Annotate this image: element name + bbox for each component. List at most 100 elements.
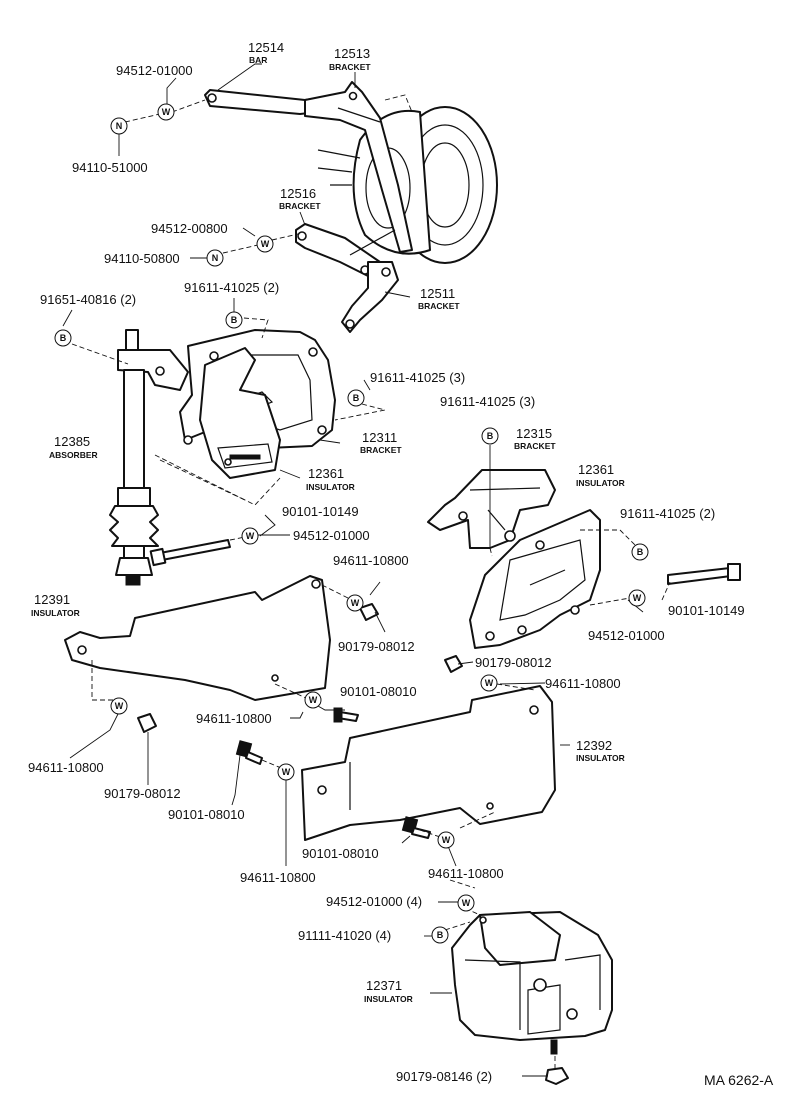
callout-90179-08146-2: 90179-08146 (2) [396,1069,492,1084]
svg-text:B: B [487,431,494,441]
bolt-icon: B [631,543,649,561]
insulator-12391 [64,575,331,701]
part-number-12514: 12514 [248,40,284,55]
bracket-12511 [341,261,399,333]
washer-icon: W [256,235,274,253]
callout-94110-51000: 94110-51000 [72,160,148,175]
washer-icon: W [110,697,128,715]
part-number-12516: 12516 [280,186,316,201]
svg-text:W: W [115,701,124,711]
bolt-90101-10149 [159,539,231,561]
bolt-icon: B [54,329,72,347]
part-number-12392: 12392 [576,738,612,753]
callout-91651-40816: 91651-40816 (2) [40,292,136,307]
nut-90179-08012-b [444,655,463,673]
nut-90179-08146 [545,1067,569,1085]
fastener-markers: W N W N B B B B W B W W W W W W W W B [54,103,649,944]
drawing-reference: MA 6262-A [704,1072,774,1088]
washer-icon: W [157,103,175,121]
callout-90101-10149: 90101-10149 [668,603,745,618]
svg-text:W: W [309,695,318,705]
washer-icon: W [277,763,295,781]
bolt-icon: B [481,427,499,445]
callout-94611-10800: 94611-10800 [196,711,272,726]
callout-91111-41020-4: 91111-41020 (4) [298,928,391,943]
bolt-90101-10149-right [667,567,732,585]
bolt-icon: B [431,926,449,944]
svg-text:B: B [353,393,360,403]
washer-icon: W [346,594,364,612]
part-number-12391: 12391 [34,592,70,607]
washer-icon: W [241,527,259,545]
svg-text:W: W [462,898,471,908]
nut-90179-08012-c [137,713,157,733]
svg-text:N: N [212,253,219,263]
callout-90179-08012: 90179-08012 [338,639,415,654]
part-name-bracket: BRACKET [329,62,371,72]
callout-94110-50800: 94110-50800 [104,251,180,266]
part-name-insulator: INSULATOR [576,478,625,488]
callout-94512-01000-4: 94512-01000 (4) [326,894,422,909]
leader-lines [62,63,671,1077]
part-number-12361-right: 12361 [578,462,614,477]
callouts: 94512-01000 94110-51000 94512-00800 9411… [28,63,745,1084]
svg-text:N: N [116,121,123,131]
absorber-12385 [109,329,189,586]
svg-text:B: B [231,315,238,325]
bracket-12513 [304,81,413,253]
svg-text:B: B [437,930,444,940]
callout-94512-01000: 94512-01000 [116,63,193,78]
part-name-bracket: BRACKET [514,441,556,451]
svg-text:W: W [246,531,255,541]
washer-icon: W [437,831,455,849]
callout-90101-08010: 90101-08010 [340,684,417,699]
part-name-insulator: INSULATOR [31,608,80,618]
washer-icon: W [628,589,646,607]
washer-icon: W [304,691,322,709]
nut-90179-08012-a [359,603,379,621]
washer-icon: W [457,894,475,912]
callout-94512-01000: 94512-01000 [588,628,665,643]
bar-hole [207,93,217,103]
part-name-bracket: BRACKET [418,301,460,311]
svg-text:W: W [442,835,451,845]
part-labels: 12514 BAR 12513 BRACKET 12516 BRACKET 12… [31,40,625,1004]
callout-90101-08010: 90101-08010 [302,846,379,861]
svg-text:W: W [282,767,291,777]
svg-text:B: B [637,547,644,557]
part-number-12311: 12311 [362,430,397,445]
washer-icon: W [480,674,498,692]
svg-text:W: W [633,593,642,603]
part-name-bracket: BRACKET [279,201,321,211]
svg-text:B: B [60,333,67,343]
callout-90179-08012: 90179-08012 [475,655,552,670]
callout-91611-41025: 91611-41025 (2) [620,506,715,521]
part-name-insulator: INSULATOR [364,994,413,1004]
part-name-insulator: INSULATOR [306,482,355,492]
callout-90101-10149: 90101-10149 [282,504,359,519]
svg-text:W: W [485,678,494,688]
callout-91611-41025: 91611-41025 (3) [370,370,465,385]
callout-90101-08010: 90101-08010 [168,807,245,822]
part-name-absorber: ABSORBER [49,450,98,460]
insulator-12361-right [469,509,601,649]
callout-94611-10800: 94611-10800 [240,870,316,885]
nut-icon: N [110,117,128,135]
part-number-12385: 12385 [54,434,90,449]
insulator-12392 [301,685,556,841]
insulator-12361-left [199,347,281,479]
part-number-12315: 12315 [516,426,552,441]
part-name-bar: BAR [249,55,267,65]
callout-94512-01000: 94512-01000 [293,528,370,543]
callout-91611-41025: 91611-41025 (3) [440,394,535,409]
svg-text:W: W [162,107,171,117]
nut-icon: N [206,249,224,267]
svg-text:W: W [351,598,360,608]
part-number-12371: 12371 [366,978,402,993]
callout-90179-08012: 90179-08012 [104,786,181,801]
bolt-icon: B [347,389,365,407]
part-name-insulator: INSULATOR [576,753,625,763]
callout-91611-41025: 91611-41025 (2) [184,280,279,295]
callout-94611-10800: 94611-10800 [428,866,504,881]
